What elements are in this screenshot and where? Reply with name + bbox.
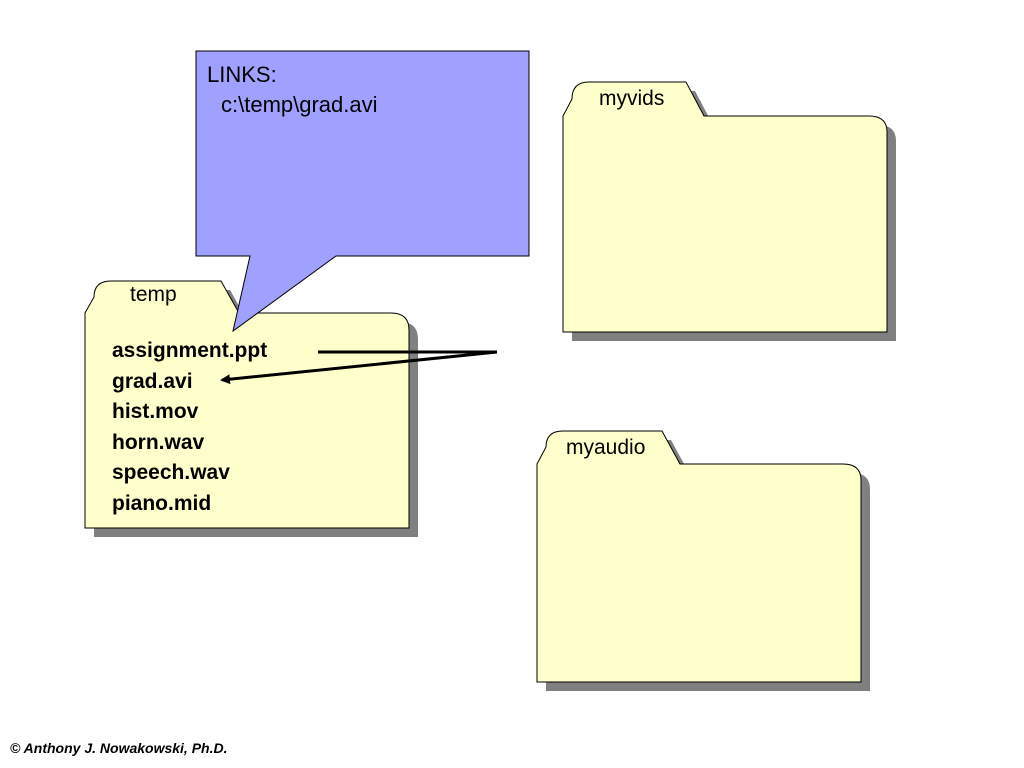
folder-temp-body [84,280,410,529]
links-callout-bubble [195,50,530,333]
folder-myvids-label: myvids [599,87,665,110]
temp-file-list: assignment.ppt grad.avi hist.mov horn.wa… [112,336,267,519]
file-item-grad-avi[interactable]: grad.avi [112,369,193,393]
folder-myaudio[interactable] [536,430,870,691]
file-item-hist-mov[interactable]: hist.mov [112,400,199,423]
folder-myvids[interactable] [562,81,896,341]
file-item-speech-wav[interactable]: speech.wav [112,461,230,484]
folder-temp-label: temp [130,283,177,306]
copyright-footer: © Anthony J. Nowakowski, Ph.D. [10,740,228,756]
file-item-assignment-ppt[interactable]: assignment.ppt [112,339,268,362]
links-callout-text: LINKS: c:\temp\grad.avi [207,60,517,120]
folder-temp[interactable] [84,280,418,537]
folder-myaudio-body [536,430,862,683]
links-heading: LINKS: [207,62,277,87]
file-item-piano-mid[interactable]: piano.mid [112,491,212,515]
link-arrow-to-grad-avi [220,350,498,385]
folder-myaudio-label: myaudio [566,436,646,459]
file-item-horn-wav[interactable]: horn.wav [112,430,205,454]
link-target-path: c:\temp\grad.avi [221,92,378,117]
folder-myvids-body [562,81,888,333]
